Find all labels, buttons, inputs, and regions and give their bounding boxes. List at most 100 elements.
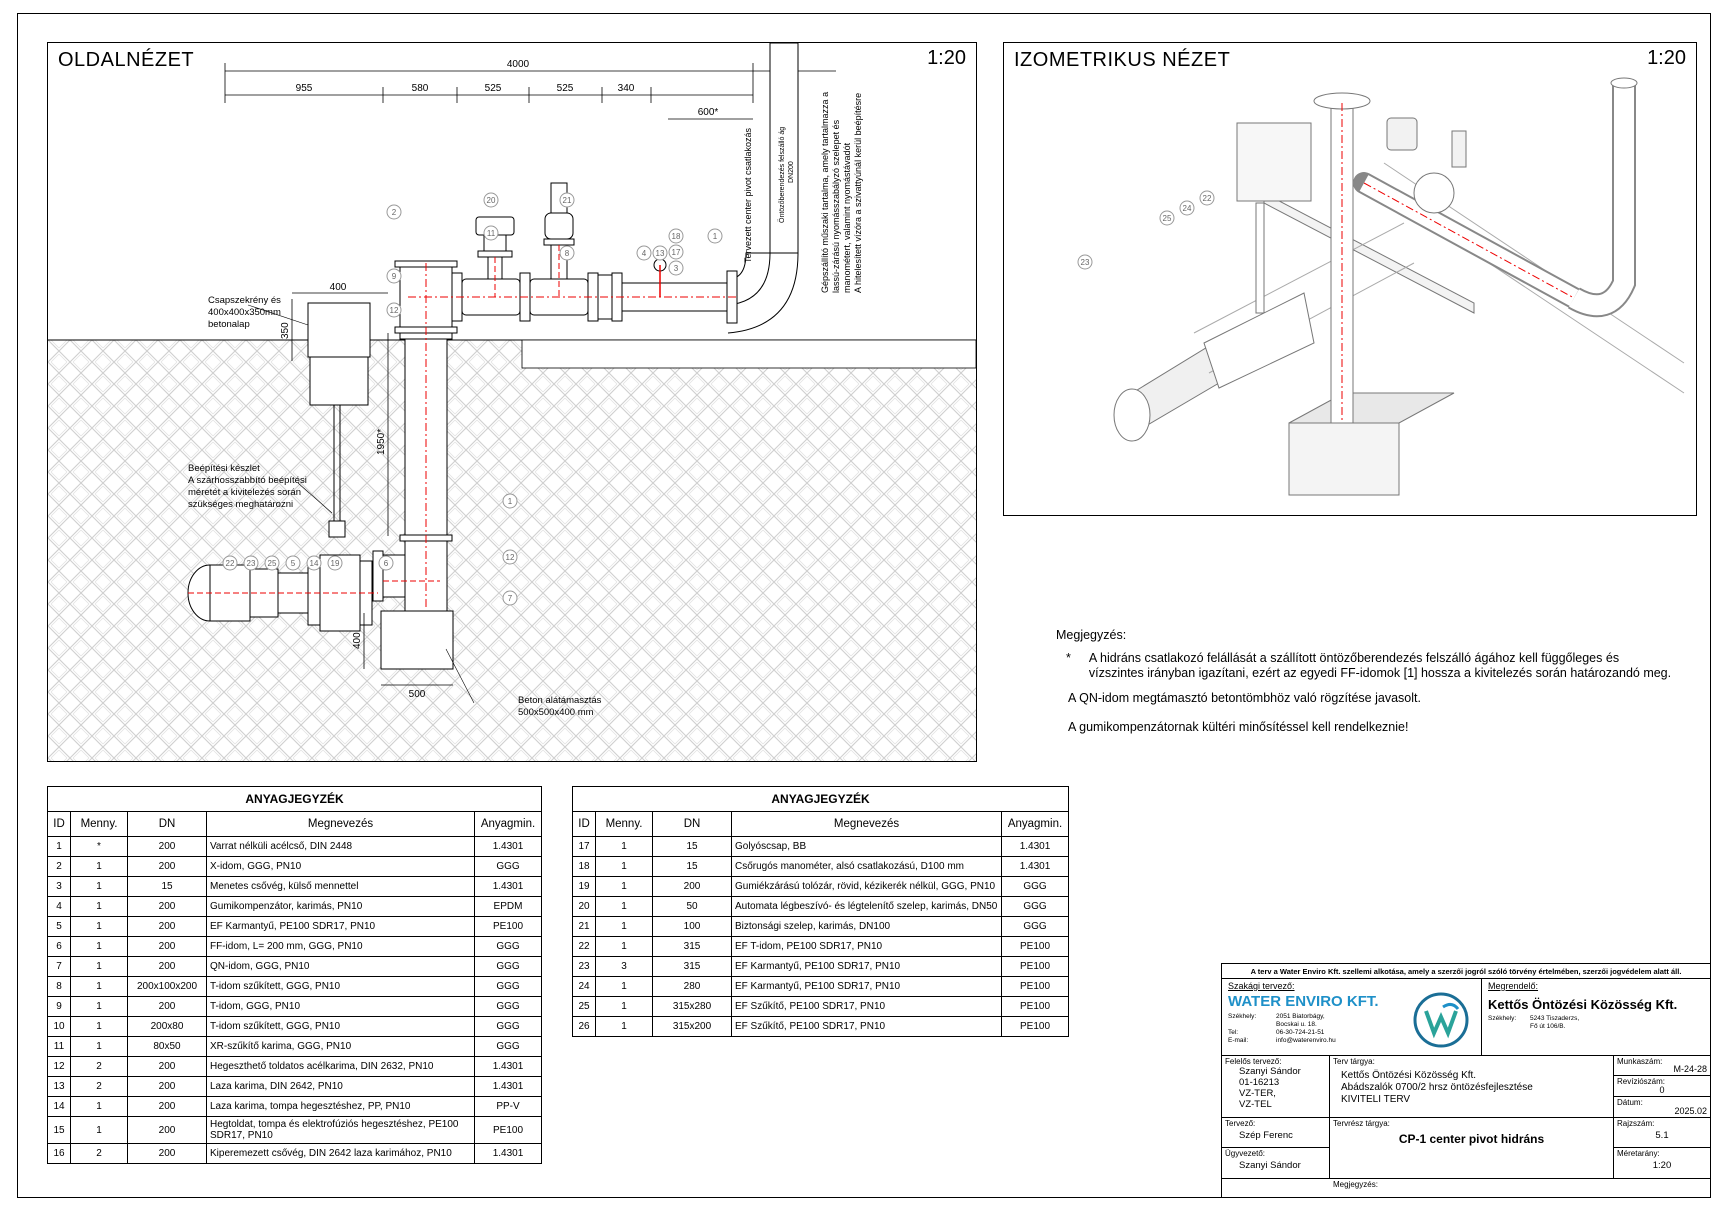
bom-cell-material: PE100 (1001, 996, 1069, 1017)
callout-19: 19 (327, 555, 343, 571)
bom-cell-id: 11 (47, 1036, 71, 1057)
callout-6: 6 (378, 555, 394, 571)
bom-header-material: Anyagmin. (1001, 811, 1069, 837)
client-address: Székhely: 5243 Tiszaderzs, Fő út 106/B. (1488, 1015, 1704, 1031)
scale: 1:20 (1652, 1160, 1672, 1171)
notes-item-2: A QN-idom megtámasztó betontömbhöz való … (1068, 691, 1421, 705)
iso-view-frame: IZOMETRIKUS NÉZET 1:20 2 (1003, 42, 1697, 516)
bom-header-id: ID (47, 811, 71, 837)
svg-text:12: 12 (390, 306, 399, 315)
svg-text:24: 24 (1183, 204, 1192, 213)
bom-cell-material: 1.4301 (474, 1076, 542, 1097)
bom-cell-material: PE100 (1001, 976, 1069, 997)
bom-cell-name: Golyóscsap, BB (731, 836, 1002, 857)
bom-cell-qty: 2 (70, 1076, 128, 1097)
callout-7: 7 (502, 590, 518, 606)
bom-cell-qty: 1 (70, 1096, 128, 1117)
designer-label: Szakági tervező: (1228, 981, 1295, 991)
bom-cell-name: EF Karmantyű, PE100 SDR17, PN10 (731, 956, 1002, 977)
bom-cell-dn: 200x80 (127, 1016, 207, 1037)
bom-cell-name: T-idom, GGG, PN10 (206, 996, 475, 1017)
bom-cell-material: PE100 (1001, 936, 1069, 957)
bom-cell-dn: 200 (127, 856, 207, 877)
svg-text:17: 17 (672, 248, 681, 257)
dim-seg-1: 955 (296, 83, 313, 94)
work-no-cell: Munkaszám: M-24-28 (1614, 1056, 1710, 1076)
bom-cell-material: 1.4301 (474, 836, 542, 857)
client-address-line: 5243 Tiszaderzs, (1530, 1015, 1580, 1022)
work-no: M-24-28 (1673, 1064, 1707, 1074)
responsible-line: Szanyi Sándor (1239, 1066, 1301, 1077)
responsible-cell: Felelős tervező: Szanyi Sándor 01-16213 … (1222, 1056, 1330, 1118)
bom-cell-dn: 200 (127, 836, 207, 857)
subject-cell: Terv tárgya: Kettős Öntözési Közösség Kf… (1330, 1056, 1614, 1118)
callout-4: 4 (636, 245, 652, 261)
bom-cell-material: PE100 (474, 1116, 542, 1144)
iso-callout-23: 23 (1077, 254, 1093, 270)
bom-cell-id: 9 (47, 996, 71, 1017)
bom-cell-dn: 200 (127, 996, 207, 1017)
bom-cell-name: Gumikompenzátor, karimás, PN10 (206, 896, 475, 917)
bom-cell-dn: 50 (652, 896, 732, 917)
manager: Szanyi Sándor (1239, 1160, 1301, 1171)
bom-cell-name: Hegeszthető toldatos acélkarima, DIN 263… (206, 1056, 475, 1077)
install-kit-note-2: A szárhosszabbító beépítési (188, 475, 307, 486)
scale-label: Méretarány: (1617, 1149, 1660, 1158)
bom-cell-material: 1.4301 (474, 876, 542, 897)
install-kit-note-1: Beépítési készlet (188, 463, 260, 474)
responsible-line: 01-16213 (1239, 1077, 1280, 1088)
bom-cell-dn: 200 (127, 1056, 207, 1077)
bom-cell-id: 2 (47, 856, 71, 877)
sheet-subject-cell: Tervrész tárgya: CP-1 center pivot hidrá… (1330, 1118, 1614, 1179)
bom-cell-qty: 1 (70, 916, 128, 937)
bom-cell-material: GGG (1001, 916, 1069, 937)
info-label: E-mail: (1228, 1037, 1249, 1044)
bom-cell-name: Laza karima, DIN 2642, PN10 (206, 1076, 475, 1097)
bom-cell-dn: 315x280 (652, 996, 732, 1017)
date-cell: Dátum: 2025.02 (1614, 1097, 1710, 1118)
info-value: info@waterenviro.hu (1276, 1037, 1336, 1044)
bom-cell-qty: 1 (595, 856, 653, 877)
bom-cell-qty: 1 (595, 996, 653, 1017)
bom-header-material: Anyagmin. (474, 811, 542, 837)
bom-cell-id: 18 (572, 856, 596, 877)
iso-callout-24: 24 (1179, 200, 1195, 216)
svg-text:23: 23 (247, 559, 256, 568)
bom-cell-material: PP-V (474, 1096, 542, 1117)
callout-5: 5 (285, 555, 301, 571)
bom-cell-name: Automata légbeszívó- és légtelenítő szel… (731, 896, 1002, 917)
company-info: Székhely:2051 Biatorbágy, Bocskai u. 18.… (1228, 1013, 1475, 1045)
bom-cell-qty: 1 (70, 856, 128, 877)
responsible-line: VZ-TEL (1239, 1099, 1272, 1110)
callout-12b: 12 (502, 549, 518, 565)
svg-text:2: 2 (392, 208, 397, 217)
bom-cell-material: 1.4301 (1001, 856, 1069, 877)
client-label: Megrendelő: (1488, 981, 1539, 991)
svg-text:8: 8 (565, 249, 570, 258)
dim-foundation-width: 400 (330, 282, 347, 293)
bom-cell-dn: 100 (652, 916, 732, 937)
svg-text:20: 20 (487, 196, 496, 205)
bom-cell-qty: 1 (595, 896, 653, 917)
callout-23: 23 (243, 555, 259, 571)
callout-25: 25 (264, 555, 280, 571)
designer2-label: Tervező: (1225, 1119, 1256, 1128)
bom-cell-material: GGG (474, 996, 542, 1017)
work-no-label: Munkaszám: (1617, 1057, 1663, 1066)
callout-18: 18 (668, 228, 684, 244)
bom-cell-id: 21 (572, 916, 596, 937)
callout-22: 22 (222, 555, 238, 571)
bom-cell-name: XR-szűkítő karima, GGG, PN10 (206, 1036, 475, 1057)
bom-cell-qty: 1 (595, 1016, 653, 1037)
bom-cell-name: Laza karima, tompa hegesztéshez, PP, PN1… (206, 1096, 475, 1117)
revision-cell: Revíziószám: 0 (1614, 1076, 1710, 1097)
bom-cell-dn: 200 (652, 876, 732, 897)
svg-text:1: 1 (713, 232, 718, 241)
client-seat-label: Székhely: (1488, 1015, 1517, 1022)
